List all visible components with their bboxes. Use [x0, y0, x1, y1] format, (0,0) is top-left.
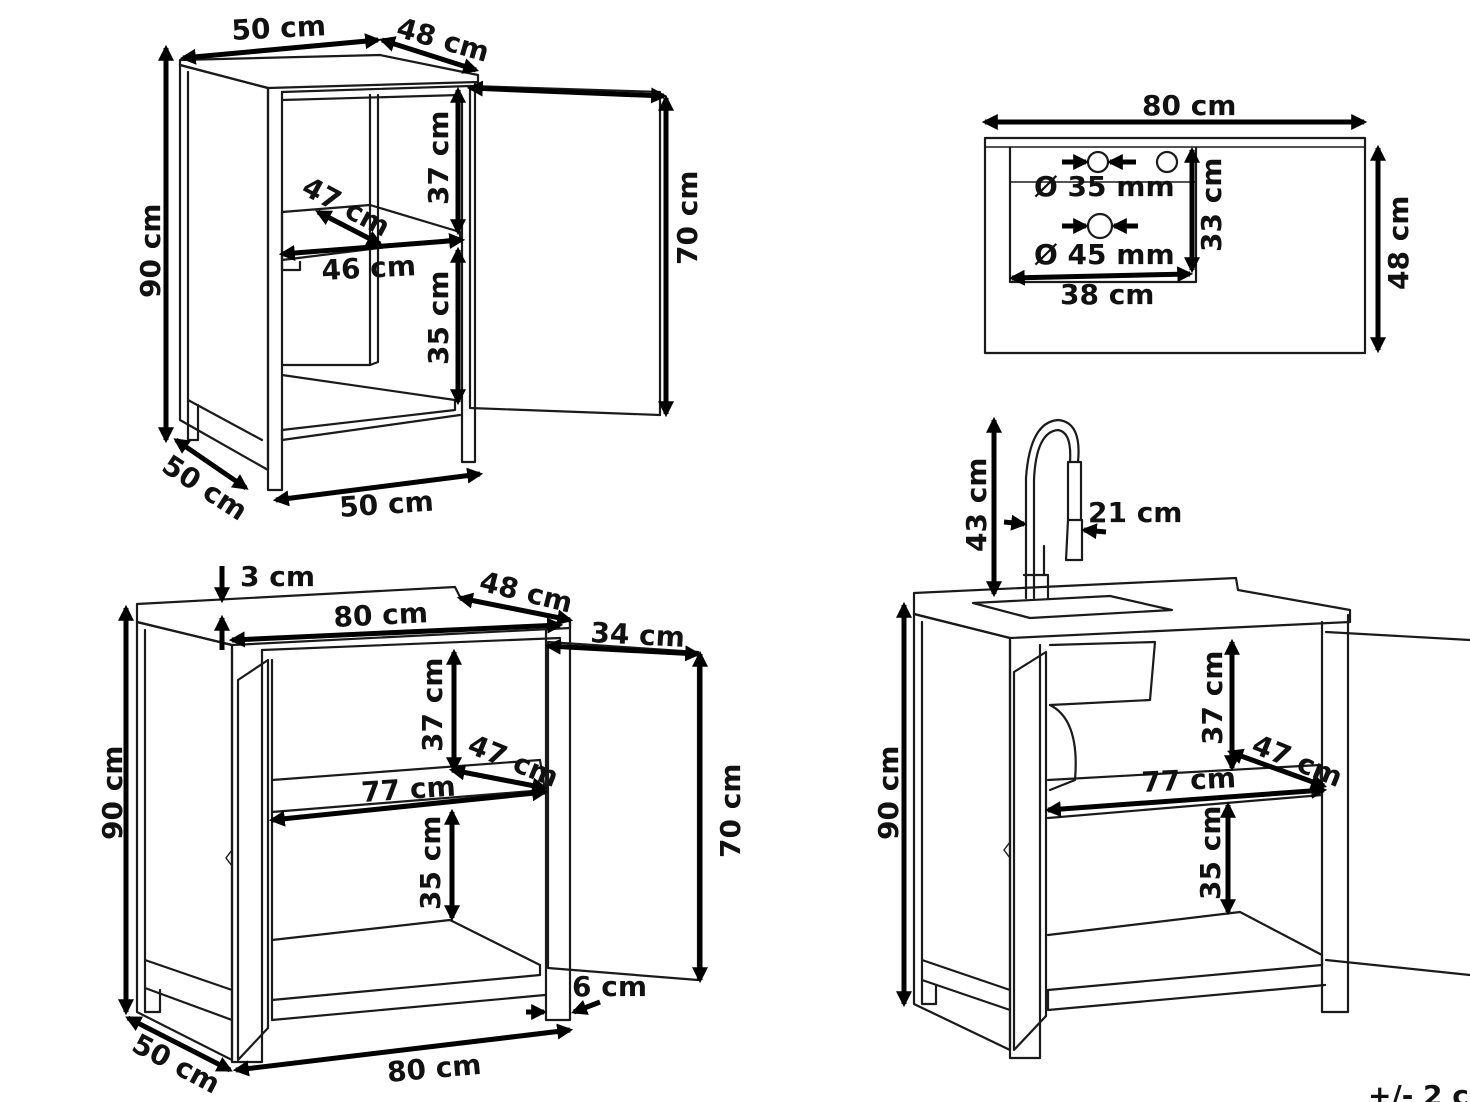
label-double-bottom-width: 80 cm — [386, 1048, 483, 1089]
label-double-lower-space: 35 cm — [414, 816, 447, 911]
sink-cabinet-dimensions — [895, 416, 1328, 1008]
label-faucet-height: 43 cm — [960, 458, 993, 553]
sink-cabinet-labels: 43 cm 21 cm 90 cm 37 cm 47 cm 77 cm 35 c… — [872, 458, 1347, 901]
tap-hole-extra — [1155, 150, 1179, 174]
label-sink-height: 90 cm — [872, 746, 905, 841]
label-double-height: 90 cm — [96, 746, 129, 841]
label-hole-small: Ø 35 mm — [1034, 170, 1175, 203]
single-cabinet-dimensions — [157, 33, 675, 507]
label-double-top-thickness: 3 cm — [240, 560, 315, 593]
label-single-upper-space: 37 cm — [422, 111, 455, 206]
sink-cabinet-drawing — [912, 418, 1470, 1060]
label-single-door-height: 70 cm — [671, 171, 704, 266]
label-single-height: 90 cm — [134, 204, 167, 299]
tolerance-note: +/- 2 cm — [1368, 1079, 1470, 1102]
label-sink-lower-space: 35 cm — [1194, 806, 1227, 901]
double-cabinet-labels: 3 cm 48 cm 80 cm 34 cm 37 cm 47 cm 77 cm… — [96, 560, 747, 1101]
label-double-door-height: 70 cm — [714, 764, 747, 859]
label-double-leg-height: 6 cm — [572, 970, 647, 1003]
double-cabinet-dimensions — [117, 566, 709, 1077]
label-double-side-depth: 50 cm — [127, 1027, 226, 1101]
sink-top-labels: 80 cm 48 cm Ø 35 mm Ø 45 mm 33 cm 38 cm — [1034, 89, 1415, 311]
sink-top-dimensions — [981, 113, 1387, 354]
label-sink-shelf-depth: 47 cm — [1247, 728, 1347, 794]
label-double-door-width: 34 cm — [590, 616, 686, 654]
label-single-shelf-depth: 47 cm — [297, 170, 396, 244]
label-double-top-width: 80 cm — [333, 596, 429, 634]
label-single-shelf-width: 46 cm — [321, 249, 417, 287]
label-double-shelf-width: 77 cm — [360, 769, 457, 809]
label-hole-large: Ø 45 mm — [1034, 238, 1175, 271]
label-sink-shelf-width: 77 cm — [1141, 761, 1237, 799]
label-basin-width: 38 cm — [1060, 278, 1155, 311]
faucet-icon — [1022, 418, 1084, 600]
label-single-lower-space: 35 cm — [422, 271, 455, 366]
drain-hole — [1086, 212, 1114, 240]
label-basin-depth: 33 cm — [1195, 158, 1228, 253]
tap-hole-small — [1086, 150, 1110, 174]
label-sinktop-depth: 48 cm — [1382, 196, 1415, 291]
label-double-upper-space: 37 cm — [416, 658, 449, 753]
label-single-top-width: 50 cm — [231, 9, 327, 47]
label-sinktop-width: 80 cm — [1142, 89, 1237, 122]
label-sink-upper-space: 37 cm — [1196, 651, 1229, 746]
label-single-bottom-width: 50 cm — [338, 484, 435, 524]
label-faucet-reach: 21 cm — [1088, 496, 1183, 529]
single-cabinet-drawing — [178, 53, 662, 492]
